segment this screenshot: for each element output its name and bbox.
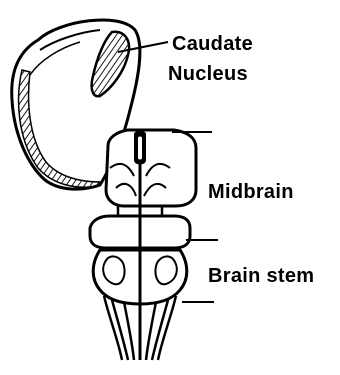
caudate-label-line2: Nucleus	[168, 62, 248, 86]
caudate-label-line1: Caudate	[172, 32, 253, 56]
brain-stem-label: Brain stem	[208, 264, 314, 288]
midbrain-structure	[106, 130, 196, 206]
brain-stem-structure	[90, 206, 190, 360]
midbrain-label: Midbrain	[208, 180, 294, 204]
